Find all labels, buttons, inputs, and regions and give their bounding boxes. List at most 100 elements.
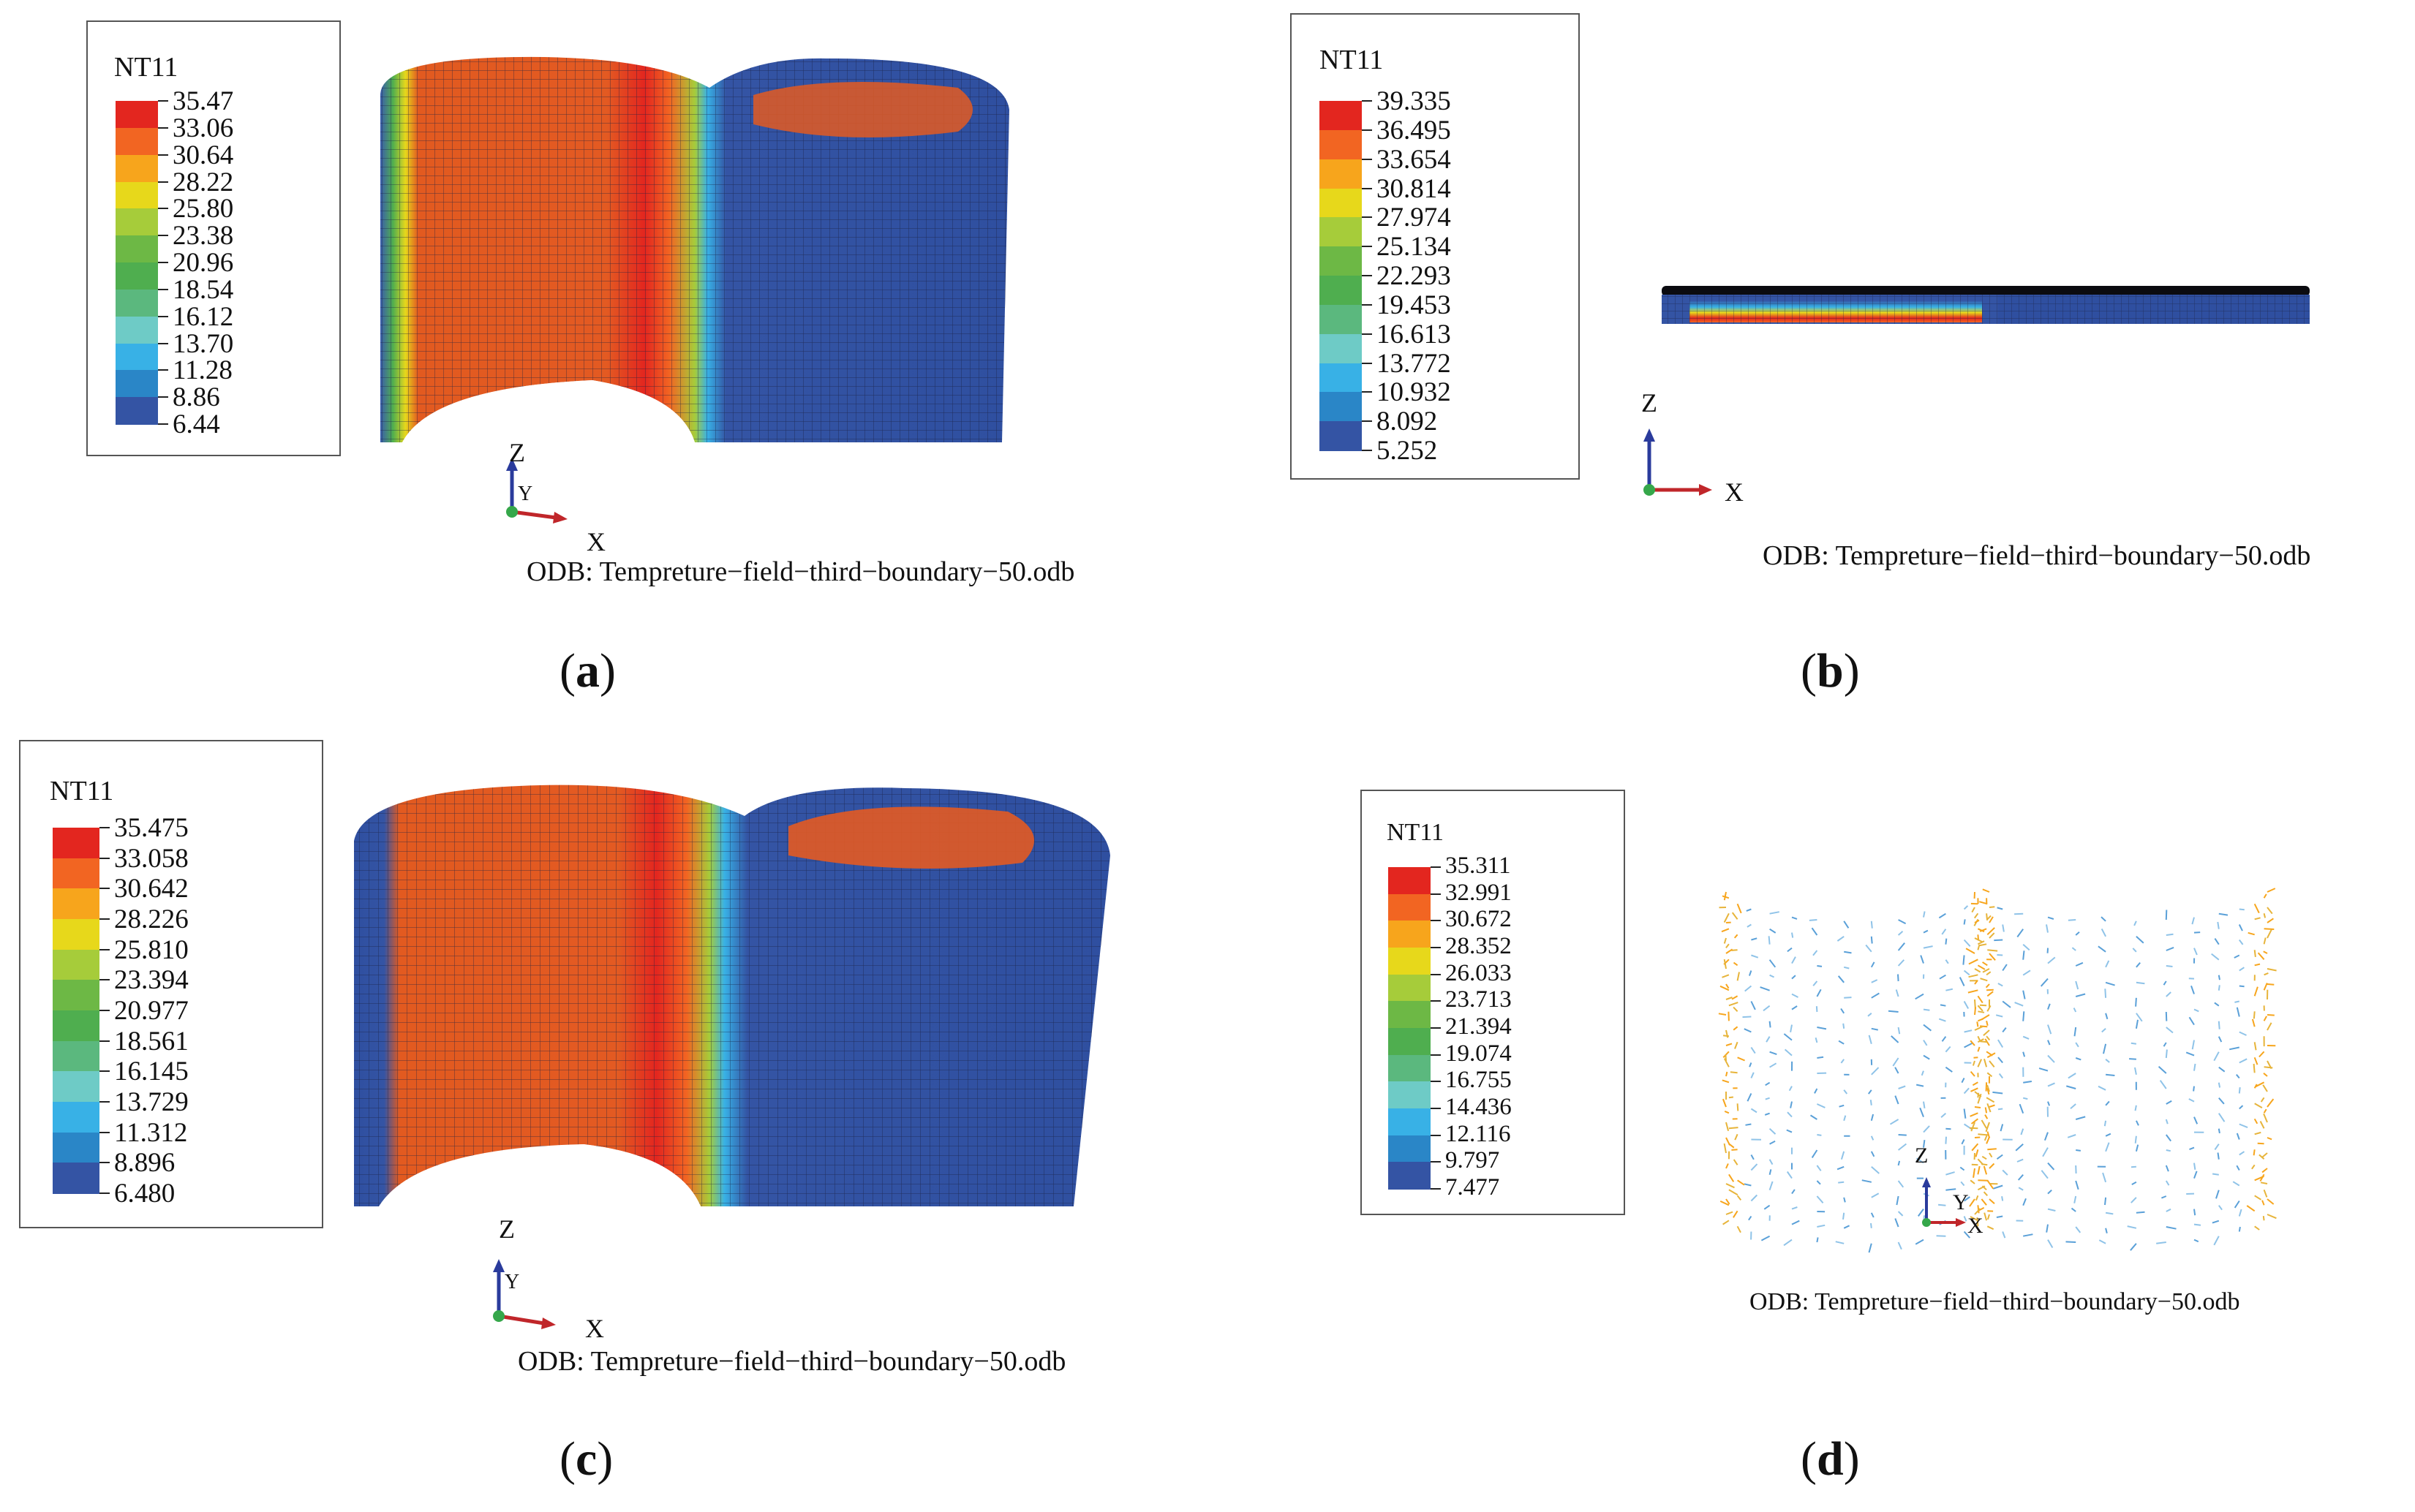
vector-arrow [1983,1212,1988,1221]
vector-arrow [1968,959,1978,965]
vector-arrow [1981,1119,1987,1129]
vector-arrow [1986,991,1994,997]
vector-arrow [2075,961,2084,967]
vector-arrow [1769,911,1779,915]
legend-tick [99,979,110,981]
vector-arrow [2014,1002,2024,1007]
vector-arrow [2105,1142,2110,1152]
vector-arrow [1843,1225,1850,1229]
vector-arrow [1791,956,1796,964]
vector-arrow [1719,985,1730,991]
vector-arrow [2132,948,2137,953]
vector-arrow [2047,1208,2056,1212]
vector-arrow [2218,1082,2221,1088]
vector-arrow [2253,1063,2256,1073]
legend-title-b: NT11 [1319,45,1384,75]
legend-swatch [1319,129,1362,160]
vector-arrow [2165,1165,2169,1172]
legend-tick [1431,947,1441,948]
vector-arrow [2211,953,2220,961]
vector-arrow [1939,974,1946,980]
vector-arrow [1974,919,1980,923]
vector-arrow [1959,977,1965,986]
vector-arrow [1938,1203,1946,1206]
vector-arrow [1870,1212,1875,1218]
legend-swatch [116,289,158,317]
vector-arrow [2075,1042,2079,1048]
vector-arrow [1842,1212,1845,1220]
vector-arrow [2267,1198,2275,1205]
legend-tick [99,948,110,950]
vector-arrow [2185,1051,2195,1056]
vector-arrow [2254,1195,2262,1201]
legend-value: 12.116 [1445,1120,1511,1147]
vector-arrow [2188,1098,2195,1103]
legend-tick [158,315,168,317]
vector-arrow [1970,1112,1978,1117]
vector-arrow [1923,1024,1932,1032]
legend-value: 36.495 [1376,115,1451,145]
vector-arrow [2193,1008,2199,1013]
legend-tick [158,181,168,183]
legend-value: 30.814 [1376,173,1451,204]
vector-arrow [1723,1058,1730,1067]
legend-swatch [1388,893,1431,922]
vector-arrow [1723,959,1727,969]
vector-arrow [1870,1135,1875,1141]
vector-arrow [2267,1014,2275,1016]
vector-arrow [1963,939,1971,947]
legend-value: 16.145 [114,1056,189,1087]
legend-value: 8.896 [114,1148,176,1179]
vector-arrow [2191,1040,2195,1050]
vector-arrow [1897,959,1905,967]
vector-arrow [1975,1195,1979,1201]
vector-arrow [1980,1040,1988,1043]
vector-arrow [1980,978,1988,982]
legend-swatch [1319,333,1362,364]
vector-arrow [1733,1159,1738,1165]
vector-arrow [1786,1129,1793,1133]
vector-arrow [1977,1005,1983,1012]
vector-arrow [2105,981,2115,986]
vector-arrow [2267,918,2274,923]
vector-arrow [1992,1091,2003,1095]
vector-arrow [1945,1171,1955,1176]
vector-arrow [1997,1039,2004,1048]
vector-arrow [1871,1166,1880,1174]
vector-arrow [1986,1052,1996,1059]
vector-arrow [1938,912,1946,919]
vector-arrow [2001,1196,2004,1201]
vector-arrow [1977,1038,1984,1043]
vector-arrow [1896,1195,1899,1206]
vector-arrow [2239,1058,2248,1064]
vector-arrow [1897,1211,1904,1217]
axis-triad-c [493,1259,556,1329]
vector-arrow [1790,1024,1793,1032]
legend-tick [1362,216,1372,219]
vector-arrow [2239,1031,2247,1036]
legend-swatch [116,154,158,183]
vector-arrow [1811,927,1818,936]
legend-tick [158,342,168,344]
vector-arrow [2254,963,2261,967]
legend-tick [99,1131,110,1133]
vector-arrow [1837,975,1845,983]
legend-tick [1362,187,1372,189]
vector-arrow [1986,1088,1990,1095]
vector-arrow [2248,931,2255,936]
vector-arrow [1869,1100,1872,1105]
legend-swatch [1388,1135,1431,1163]
vector-arrow [2263,893,2267,899]
vector-arrow [1897,1027,1901,1035]
vector-arrow [1840,1008,1845,1014]
vector-arrow [2022,969,2031,976]
vector-arrow [1998,1073,2004,1079]
vector-arrow [2238,1209,2242,1217]
vector-arrow [2267,1022,2272,1031]
vector-arrow [2158,1066,2167,1074]
colorbar-c [53,828,99,1194]
vector-arrow [2263,950,2268,954]
colorbar-b [1319,101,1362,451]
vector-arrow [1961,1078,1965,1084]
